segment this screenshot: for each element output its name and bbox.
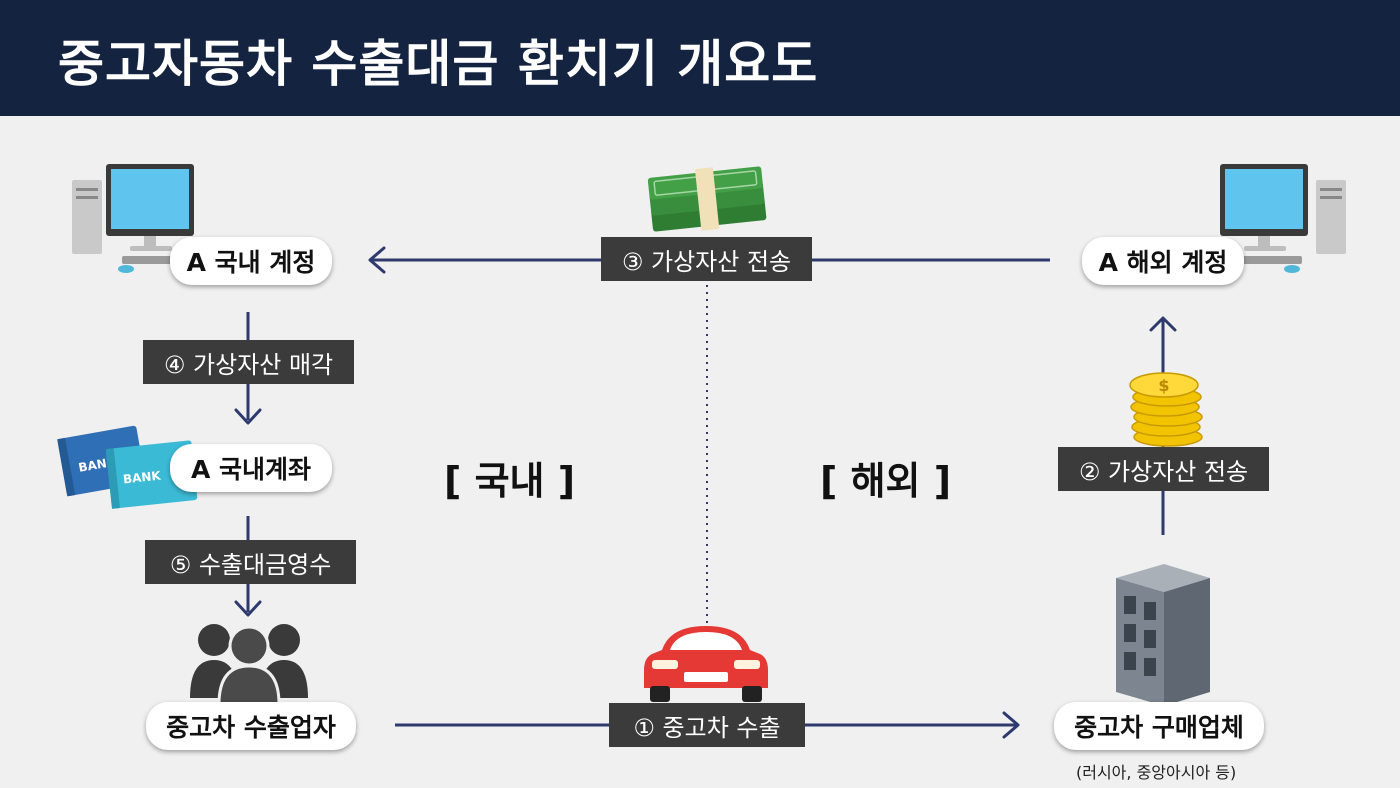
buyer-region-note: (러시아, 중앙아시아 등): [1076, 763, 1237, 782]
dollar-coins-icon: $: [1129, 372, 1203, 447]
svg-text:$: $: [1158, 376, 1169, 395]
car-icon: [644, 626, 768, 702]
step3-label: ③ 가상자산 전송: [601, 237, 812, 281]
step2-label: ② 가상자산 전송: [1058, 447, 1269, 491]
bankbook-icon: BANK BANK: [57, 425, 198, 509]
desktop-computer-icon: [72, 164, 194, 273]
step5-label: ⑤ 수출대금영수: [145, 540, 356, 584]
page-title: 중고자동차 수출대금 환치기 개요도: [58, 35, 819, 93]
node-overseas-account: A 해외 계정: [1082, 237, 1244, 285]
step4-label: ④ 가상자산 매각: [143, 340, 354, 384]
cash-stack-icon: [647, 166, 767, 232]
region-domestic: [ 국내 ]: [444, 459, 576, 503]
node-used-car-buyer: 중고차 구매업체: [1054, 702, 1264, 750]
node-domestic-bank-account: A 국내계좌: [170, 444, 332, 492]
office-building-icon: [1116, 564, 1210, 706]
region-overseas: [ 해외 ]: [820, 459, 952, 503]
step1-label: ① 중고차 수출: [609, 703, 805, 747]
node-domestic-account: A 국내 계정: [170, 237, 332, 285]
desktop-computer-icon: [1220, 164, 1346, 273]
header-bar: 중고자동차 수출대금 환치기 개요도: [0, 0, 1400, 116]
people-group-icon: [190, 624, 308, 704]
node-used-car-exporter: 중고차 수출업자: [146, 702, 356, 750]
svg-text:BANK: BANK: [122, 469, 162, 487]
